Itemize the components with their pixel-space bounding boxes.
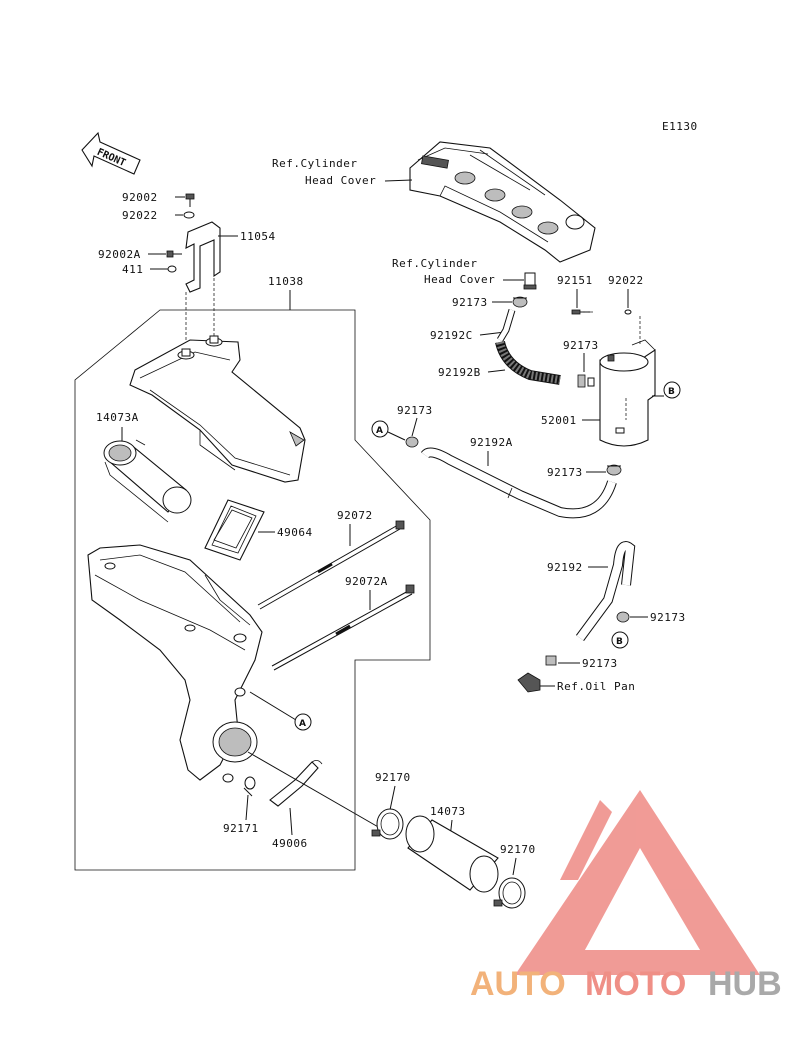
- ref-cylinder-head-cover-1a: Ref.Cylinder: [272, 157, 357, 170]
- front-arrow-icon: FRONT: [81, 131, 141, 175]
- part-92002: 92002: [122, 191, 158, 204]
- clip-92173-a: [512, 296, 528, 308]
- part-92173-a: 92173: [452, 296, 488, 309]
- callout-b-bottom: B: [616, 637, 623, 647]
- clip-92173-c: [606, 464, 622, 476]
- hose-clamp-92170-a: [371, 808, 404, 840]
- bracket-11054: [185, 221, 221, 293]
- part-92173-b: 92173: [563, 339, 599, 352]
- callout-b-top: B: [668, 387, 675, 397]
- cable-tie-92072: [257, 520, 405, 610]
- clip-92173-d: [405, 436, 419, 448]
- part-92173-c: 92173: [547, 466, 583, 479]
- corrugated-hose-92192B: [495, 340, 561, 385]
- part-92192C: 92192C: [430, 329, 473, 342]
- ref-oil-pan: Ref.Oil Pan: [557, 680, 635, 693]
- part-92170-a: 92170: [375, 771, 411, 784]
- clip-92173-e: [616, 611, 630, 623]
- washer-icon: [624, 309, 632, 315]
- watermark-logo: AUTO MOTO HUB: [470, 790, 782, 1003]
- diagram-code: E1130: [662, 120, 698, 133]
- clip-92173-f: [545, 655, 557, 666]
- callout-a-icon: [371, 420, 389, 438]
- part-11038: 11038: [268, 275, 304, 288]
- part-11054: 11054: [240, 230, 276, 243]
- part-92192A: 92192A: [470, 436, 513, 449]
- part-92151: 92151: [557, 274, 593, 287]
- part-92171: 92171: [223, 822, 259, 835]
- part-14073A: 14073A: [96, 411, 139, 424]
- air-duct-14073: [405, 815, 499, 893]
- part-92192B: 92192B: [438, 366, 481, 379]
- part-92173-e: 92173: [650, 611, 686, 624]
- hose-92192C: [496, 308, 516, 342]
- airbox-lower-case: [87, 544, 263, 783]
- part-411: 411: [122, 263, 143, 276]
- hose-clamp-92170-b: [493, 877, 526, 909]
- callout-a-left: A: [299, 719, 306, 729]
- part-49006: 49006: [272, 837, 308, 850]
- part-92022-right: 92022: [608, 274, 644, 287]
- hose-92192A: [420, 447, 617, 519]
- cable-tie-92072A: [271, 584, 415, 671]
- callout-a-right: A: [376, 426, 383, 436]
- ref-cylinder-head-cover-2b: Head Cover: [424, 273, 495, 286]
- part-52001: 52001: [541, 414, 577, 427]
- drain-hose-49006: [269, 760, 323, 807]
- cylinder-head-cover: [409, 141, 596, 263]
- part-92173-f: 92173: [582, 657, 618, 670]
- bolt-icon: [185, 193, 195, 207]
- part-92002A: 92002A: [98, 248, 141, 261]
- watermark-auto: AUTO: [470, 965, 566, 1003]
- callout-b-icon: [663, 381, 681, 399]
- part-92022-left: 92022: [122, 209, 158, 222]
- callout-a-icon: [294, 713, 312, 731]
- filter-element-14073A: [103, 439, 192, 523]
- watermark-hub: HUB: [708, 965, 782, 1003]
- gasket-49064: [204, 499, 265, 561]
- group-frame: [74, 309, 431, 871]
- part-92072: 92072: [337, 509, 373, 522]
- oil-separator-52001: [599, 339, 656, 447]
- part-92173-d: 92173: [397, 404, 433, 417]
- part-49064: 49064: [277, 526, 313, 539]
- part-14073: 14073: [430, 805, 466, 818]
- part-92170-b: 92170: [500, 843, 536, 856]
- ref-cylinder-head-cover-1b: Head Cover: [305, 174, 376, 187]
- hose-92192: [575, 541, 636, 641]
- clip-92173-b: [577, 374, 595, 388]
- ref-cylinder-head-cover-2a: Ref.Cylinder: [392, 257, 477, 270]
- airbox-top-cover: [129, 335, 306, 483]
- part-92072A: 92072A: [345, 575, 388, 588]
- washer-icon: [183, 211, 195, 219]
- part-92192: 92192: [547, 561, 583, 574]
- bolt-icon: [166, 250, 182, 258]
- breather-fitting: [523, 272, 537, 290]
- oil-pan-fitting: [517, 672, 541, 693]
- watermark-moto: MOTO: [585, 965, 686, 1003]
- callout-b-icon: [611, 631, 629, 649]
- clamp-92171: [243, 776, 256, 797]
- nut-icon: [167, 265, 177, 273]
- watermark-triangle-icon: [515, 790, 760, 975]
